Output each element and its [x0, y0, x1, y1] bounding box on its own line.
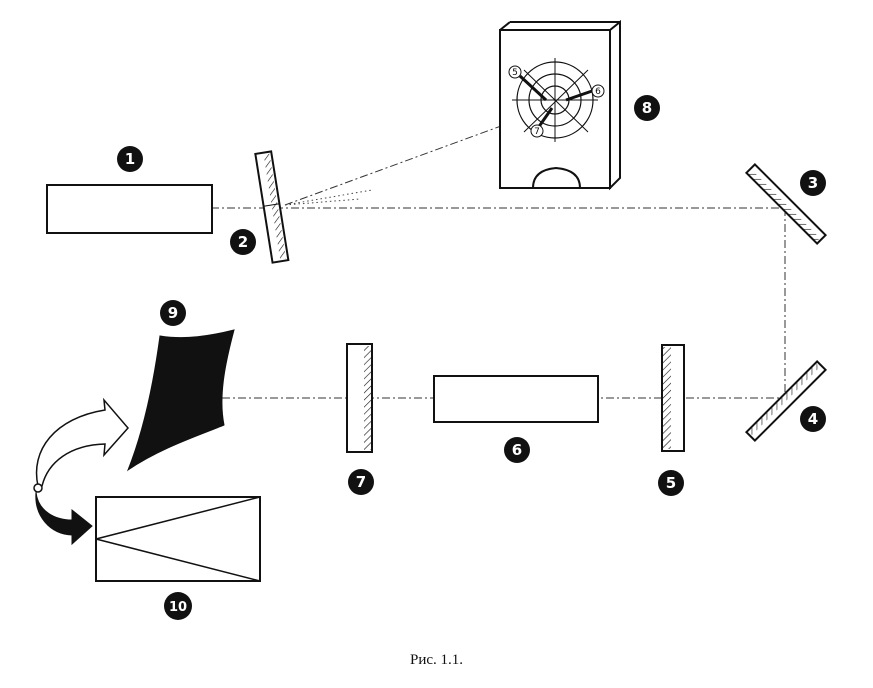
- observation-screen: 5 6 7: [499, 19, 621, 191]
- screen-mark-7: 7: [534, 127, 540, 137]
- mirror-upper: [744, 162, 828, 246]
- labels: 1 2 3 4 5 6 7 8 9 10: [117, 95, 826, 620]
- label-2: 2: [238, 233, 248, 251]
- label-9: 9: [168, 304, 178, 322]
- beam-splitter-plate: [254, 150, 290, 264]
- mirror-lower: [744, 359, 828, 443]
- figure-caption: Рис. 1.1.: [409, 652, 464, 668]
- label-1: 1: [125, 150, 135, 168]
- label-7: 7: [356, 473, 366, 491]
- active-element-box: [433, 375, 599, 423]
- label-4: 4: [808, 410, 818, 428]
- label-8: 8: [642, 99, 652, 117]
- diffuse-rays: [284, 189, 373, 206]
- screen-mark-6: 6: [595, 87, 601, 97]
- screen-mark-5: 5: [512, 68, 518, 78]
- reconstruction-box: [95, 496, 261, 582]
- outline-arrow: [35, 397, 129, 487]
- solid-arrow: [35, 491, 93, 546]
- label-3: 3: [808, 174, 818, 192]
- photoplate: [126, 329, 235, 472]
- label-5: 5: [666, 474, 676, 492]
- beam-to-screen: [284, 121, 513, 206]
- beam-paths: [190, 121, 786, 399]
- label-10: 10: [169, 600, 187, 615]
- label-6: 6: [512, 441, 522, 459]
- arrow-origin: [33, 483, 43, 493]
- laser-box: [46, 184, 213, 234]
